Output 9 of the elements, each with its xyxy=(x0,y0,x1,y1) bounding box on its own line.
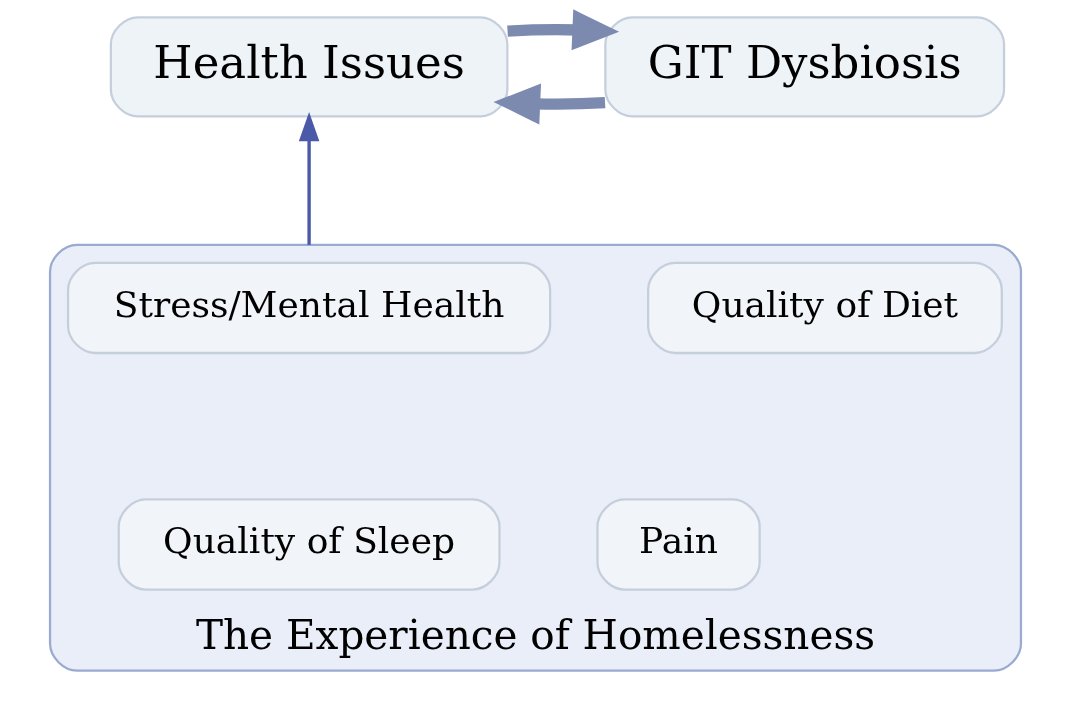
node-box: Quality of Diet xyxy=(646,261,1003,355)
node-box: Pain xyxy=(595,498,761,591)
arrow xyxy=(493,83,605,125)
node-box: Health Issues xyxy=(109,16,508,118)
arrow xyxy=(506,9,619,51)
node-box: Stress/Mental Health xyxy=(66,261,551,355)
node-box: Quality of Sleep xyxy=(117,498,501,591)
node-box: GIT Dysbiosis xyxy=(603,16,1005,118)
arrow xyxy=(298,112,319,245)
